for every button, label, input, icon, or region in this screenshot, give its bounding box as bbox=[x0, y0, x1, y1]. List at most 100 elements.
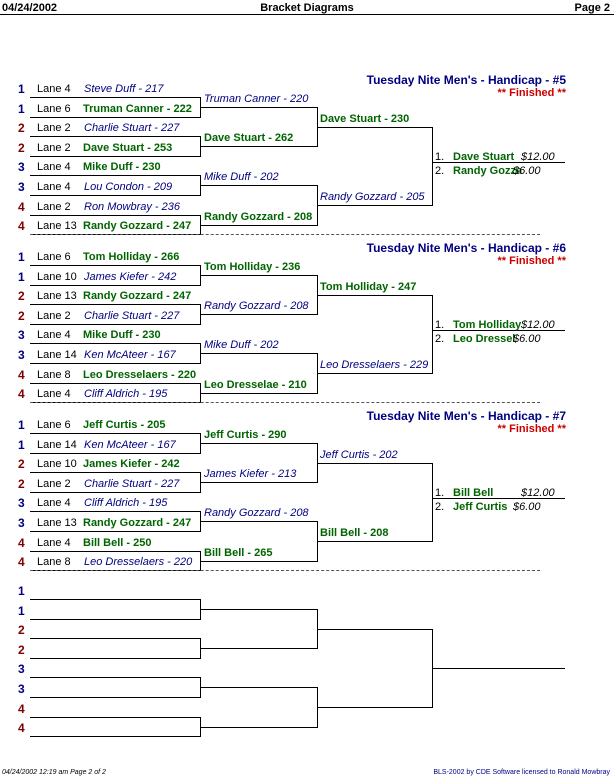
bracket-status: ** Finished ** bbox=[497, 255, 566, 267]
bracket-line bbox=[317, 373, 433, 374]
lane-label: Lane 6 bbox=[37, 419, 71, 431]
bowler-entry: Jeff Curtis - 205 bbox=[83, 419, 166, 431]
seed-number: 3 bbox=[18, 328, 25, 342]
bracket-line bbox=[30, 453, 201, 454]
round3-entry: Jeff Curtis - 202 bbox=[320, 449, 398, 461]
bowler-entry: Steve Duff - 217 bbox=[84, 83, 164, 95]
empty-bracket-connector bbox=[200, 717, 201, 736]
lane-label: Lane 4 bbox=[37, 388, 71, 400]
empty-bracket-line bbox=[30, 677, 201, 678]
empty-seed-number: 1 bbox=[18, 604, 25, 618]
lane-label: Lane 10 bbox=[37, 271, 77, 283]
bowler-entry: Charlie Stuart - 227 bbox=[84, 478, 180, 490]
bracket-line bbox=[317, 541, 433, 542]
empty-seed-number: 4 bbox=[18, 702, 25, 716]
lane-label: Lane 13 bbox=[37, 220, 77, 232]
bracket-connector bbox=[317, 443, 318, 482]
final-line bbox=[432, 162, 565, 163]
round2-entry: James Kiefer - 213 bbox=[204, 468, 297, 480]
seed-number: 4 bbox=[18, 555, 25, 569]
bowler-entry: Charlie Stuart - 227 bbox=[84, 310, 180, 322]
bracket-connector bbox=[317, 275, 318, 314]
empty-bracket-line bbox=[200, 687, 318, 688]
round3-entry: Bill Bell - 208 bbox=[320, 527, 389, 539]
bracket-line bbox=[30, 492, 201, 493]
empty-final-line bbox=[432, 668, 565, 669]
bracket-connector bbox=[432, 127, 433, 205]
lane-label: Lane 2 bbox=[37, 310, 71, 322]
prize-amount: $6.00 bbox=[513, 165, 541, 177]
bracket-line bbox=[200, 225, 318, 226]
seed-number: 1 bbox=[18, 102, 25, 116]
bracket-connector bbox=[200, 551, 201, 570]
round3-entry: Dave Stuart - 230 bbox=[320, 113, 410, 125]
final-line bbox=[432, 498, 565, 499]
empty-bracket-line bbox=[30, 697, 201, 698]
round3-entry: Randy Gozzard - 205 bbox=[320, 191, 425, 203]
empty-bracket-line bbox=[200, 648, 318, 649]
page-number: Page 2 bbox=[574, 2, 610, 14]
bracket-line bbox=[30, 324, 201, 325]
round2-entry: Dave Stuart - 262 bbox=[204, 132, 294, 144]
round3-entry: Leo Dresselaers - 229 bbox=[320, 359, 429, 371]
empty-bracket-line bbox=[30, 717, 201, 718]
round2-entry: Jeff Curtis - 290 bbox=[204, 429, 287, 441]
empty-bracket-line bbox=[30, 638, 201, 639]
bracket-line bbox=[30, 215, 201, 216]
prize-winner: Leo Dressel bbox=[453, 333, 516, 345]
empty-bracket-line bbox=[200, 609, 318, 610]
empty-bracket-line bbox=[317, 707, 433, 708]
bracket-connector bbox=[317, 107, 318, 146]
prize-place: 2. bbox=[435, 165, 445, 177]
prize-winner: Tom Holliday bbox=[453, 319, 522, 331]
bowler-entry: Bill Bell - 250 bbox=[83, 537, 152, 549]
seed-number: 3 bbox=[18, 516, 25, 530]
bracket-line bbox=[317, 127, 433, 128]
prize-place: 1. bbox=[435, 319, 445, 331]
bowler-entry: Randy Gozzard - 247 bbox=[83, 517, 192, 529]
empty-bracket-line bbox=[30, 736, 201, 737]
bracket-connector bbox=[432, 295, 433, 373]
bracket-line bbox=[30, 343, 201, 344]
bracket-status: ** Finished ** bbox=[497, 87, 566, 99]
footer-right: BLS-2002 by CDE Software licensed to Ron… bbox=[433, 769, 610, 776]
empty-seed-number: 3 bbox=[18, 682, 25, 696]
round2-entry: Randy Gozzard - 208 bbox=[204, 211, 313, 223]
bracket-separator bbox=[30, 570, 540, 571]
lane-label: Lane 4 bbox=[37, 329, 71, 341]
bracket-line bbox=[200, 185, 318, 186]
lane-label: Lane 4 bbox=[37, 83, 71, 95]
bracket-line bbox=[317, 295, 433, 296]
bracket-line bbox=[200, 275, 318, 276]
seed-number: 4 bbox=[18, 536, 25, 550]
seed-number: 3 bbox=[18, 348, 25, 362]
seed-number: 2 bbox=[18, 477, 25, 491]
bowler-entry: James Kiefer - 242 bbox=[84, 271, 177, 283]
seed-number: 4 bbox=[18, 200, 25, 214]
seed-number: 4 bbox=[18, 219, 25, 233]
header-rule bbox=[0, 14, 614, 15]
lane-label: Lane 13 bbox=[37, 290, 77, 302]
prize-amount: $6.00 bbox=[513, 333, 541, 345]
bracket-line bbox=[30, 433, 201, 434]
bracket-line bbox=[30, 511, 201, 512]
bracket-line bbox=[200, 107, 318, 108]
bowler-entry: Tom Holliday - 266 bbox=[83, 251, 180, 263]
bracket-connector bbox=[200, 215, 201, 234]
bowler-entry: Ken McAteer - 167 bbox=[84, 349, 176, 361]
lane-label: Lane 6 bbox=[37, 103, 71, 115]
footer-left: 04/24/2002 12:19 am Page 2 of 2 bbox=[2, 769, 106, 776]
seed-number: 1 bbox=[18, 438, 25, 452]
prize-amount: $12.00 bbox=[521, 319, 555, 331]
seed-number: 1 bbox=[18, 270, 25, 284]
bracket-line bbox=[200, 146, 318, 147]
report-title: Bracket Diagrams bbox=[260, 2, 354, 14]
seed-number: 2 bbox=[18, 289, 25, 303]
seed-number: 2 bbox=[18, 309, 25, 323]
seed-number: 1 bbox=[18, 82, 25, 96]
prize-amount: $6.00 bbox=[513, 501, 541, 513]
lane-label: Lane 8 bbox=[37, 369, 71, 381]
bracket-line bbox=[30, 97, 201, 98]
bracket-line bbox=[200, 393, 318, 394]
round2-entry: Randy Gozzard - 208 bbox=[204, 300, 309, 312]
